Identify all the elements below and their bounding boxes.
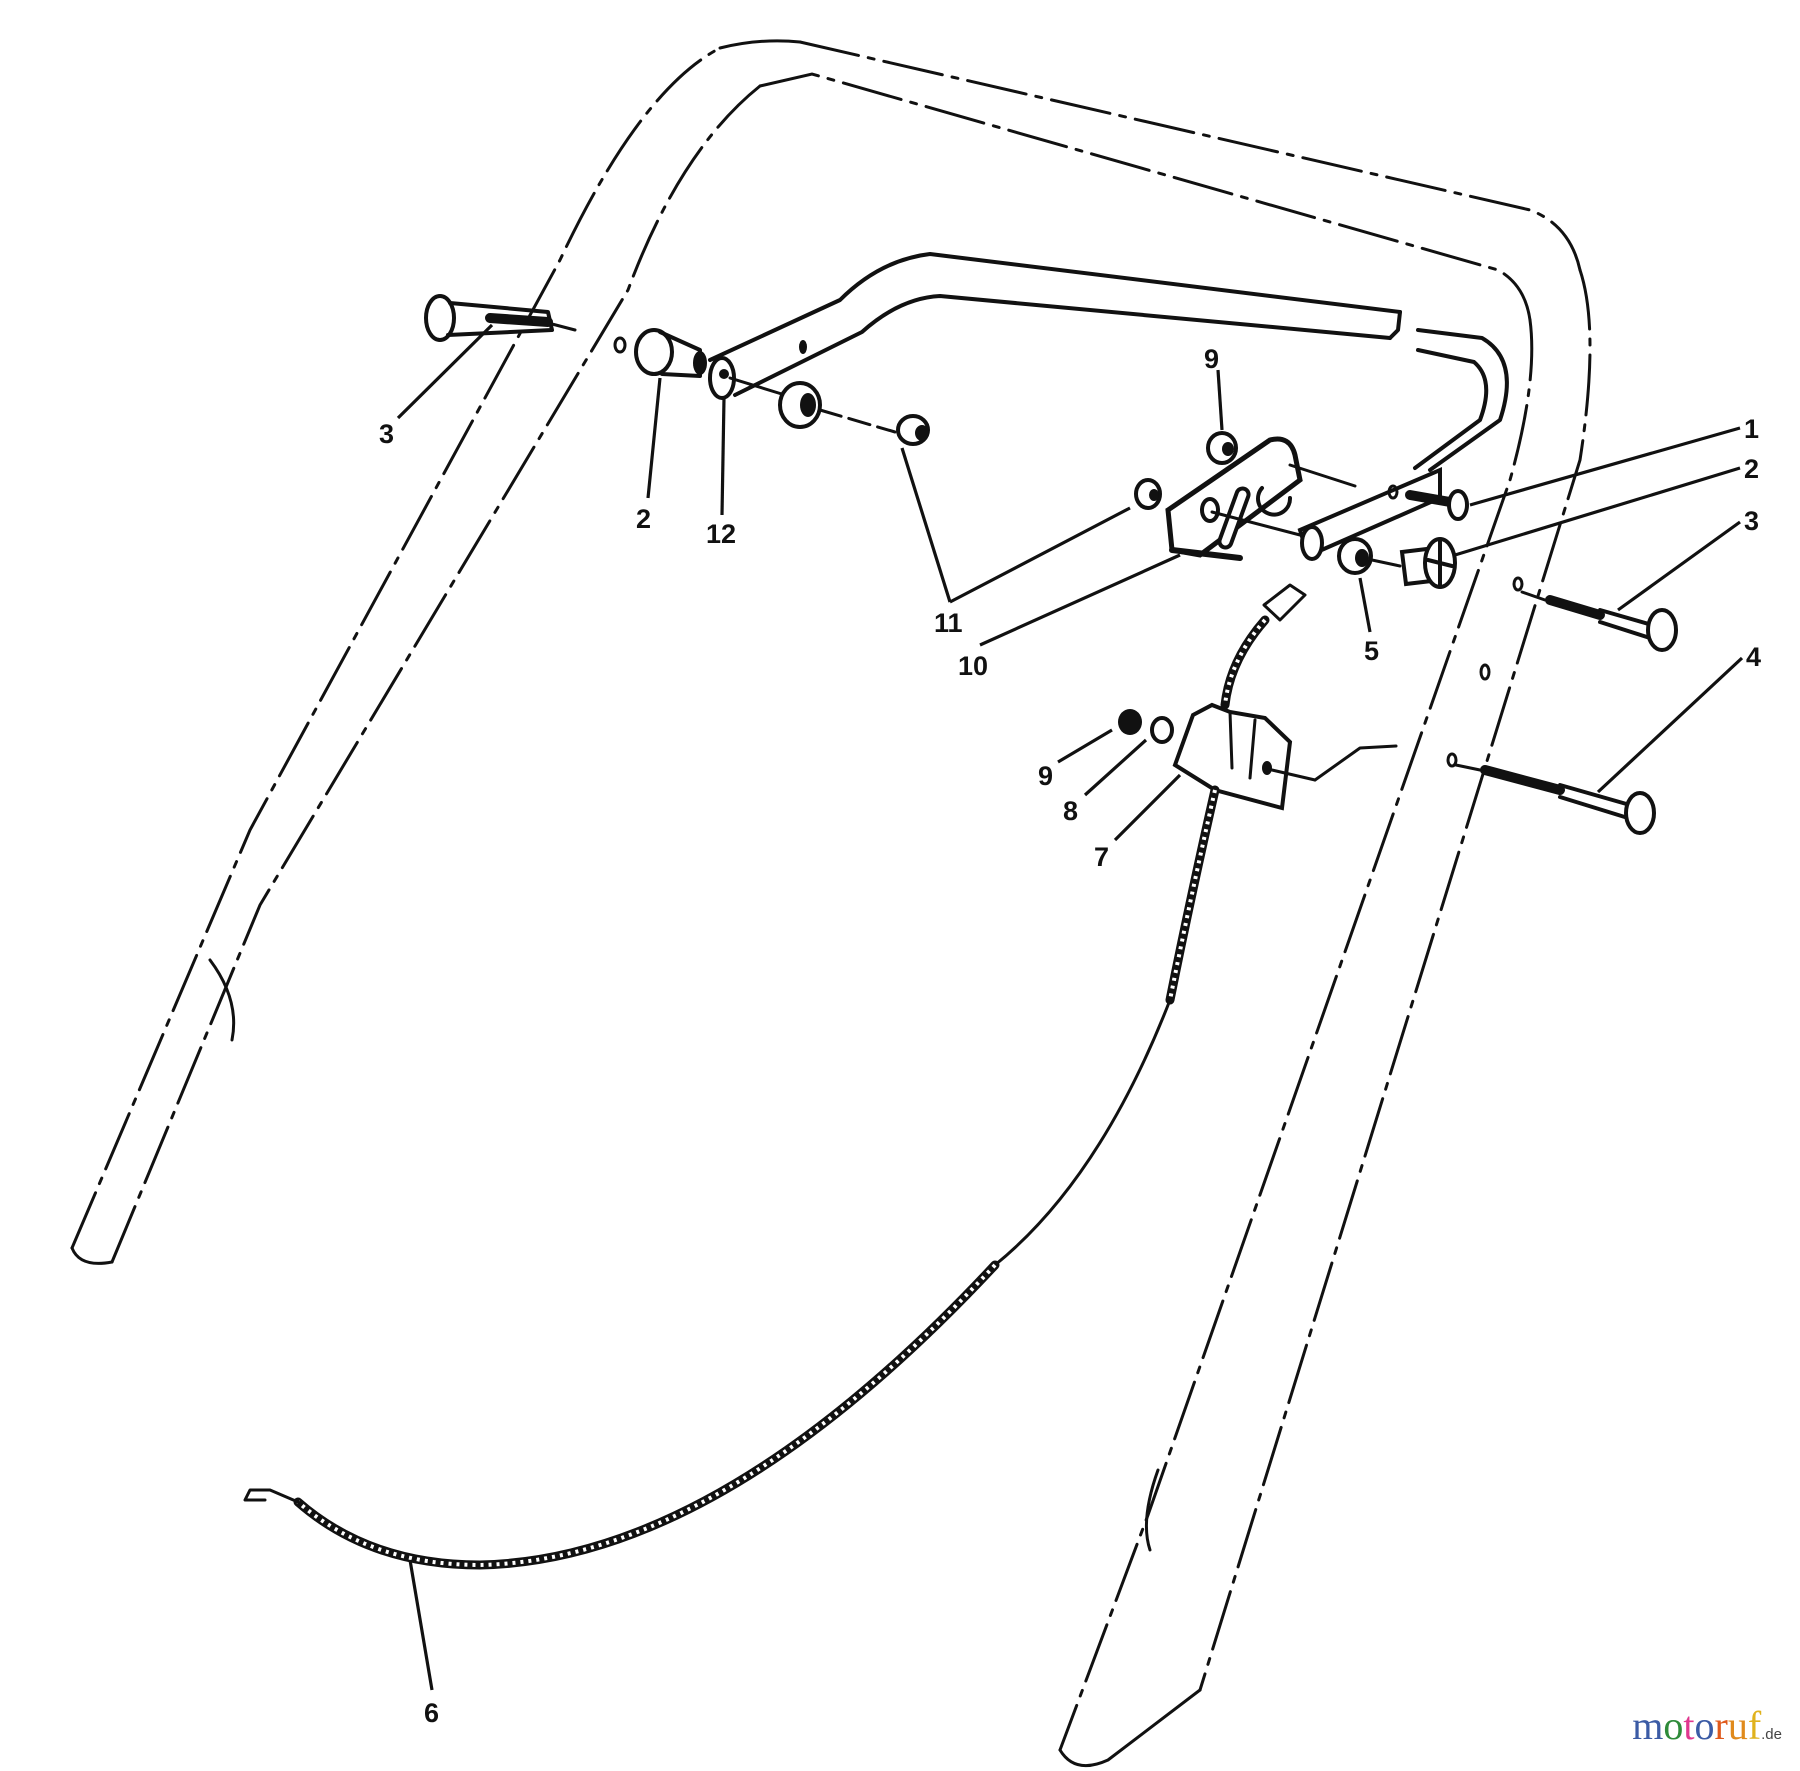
- callout-9-top: 9: [1204, 344, 1219, 374]
- control-bail: [708, 252, 1509, 472]
- callout-2-right: 2: [1744, 454, 1759, 484]
- callout-3-left: 3: [379, 419, 394, 449]
- callout-5: 5: [1364, 636, 1379, 666]
- callout-11: 11: [934, 608, 963, 638]
- callout-12: 12: [706, 519, 736, 549]
- bolt-left: [424, 294, 577, 342]
- callout-8: 8: [1063, 796, 1078, 826]
- callouts: 1 2 2 3 3 4 5 6 7 8 9 9 10 11 12: [379, 344, 1761, 1728]
- cable-bracket: [1118, 702, 1398, 811]
- watermark-letter: o: [1663, 1703, 1684, 1748]
- callout-1: 1: [1744, 414, 1759, 444]
- main-handle: [70, 39, 1592, 1768]
- watermark-letter: m: [1632, 1703, 1664, 1748]
- callout-6: 6: [424, 1698, 439, 1728]
- watermark-tld: .de: [1761, 1726, 1782, 1743]
- callout-9-bottom: 9: [1038, 761, 1053, 791]
- callout-3-right: 3: [1744, 506, 1759, 536]
- watermark-logo: motoruf.de: [1632, 1702, 1782, 1749]
- right-bushings: [1297, 466, 1469, 589]
- leader-lines: [396, 323, 1744, 1691]
- callout-7: 7: [1094, 842, 1109, 872]
- watermark-letter: o: [1694, 1703, 1715, 1748]
- callout-4: 4: [1746, 642, 1761, 672]
- control-cable: [243, 583, 1307, 1570]
- callout-10: 10: [958, 651, 988, 681]
- control-plate: [1134, 431, 1357, 561]
- bolts-right: [1446, 576, 1678, 835]
- callout-2-left: 2: [636, 504, 651, 534]
- watermark-letter: r: [1714, 1703, 1728, 1748]
- watermark-letter: t: [1683, 1703, 1695, 1748]
- watermark-letter: u: [1727, 1703, 1748, 1748]
- watermark-letter: f: [1747, 1703, 1762, 1748]
- bushing-left: [613, 328, 930, 446]
